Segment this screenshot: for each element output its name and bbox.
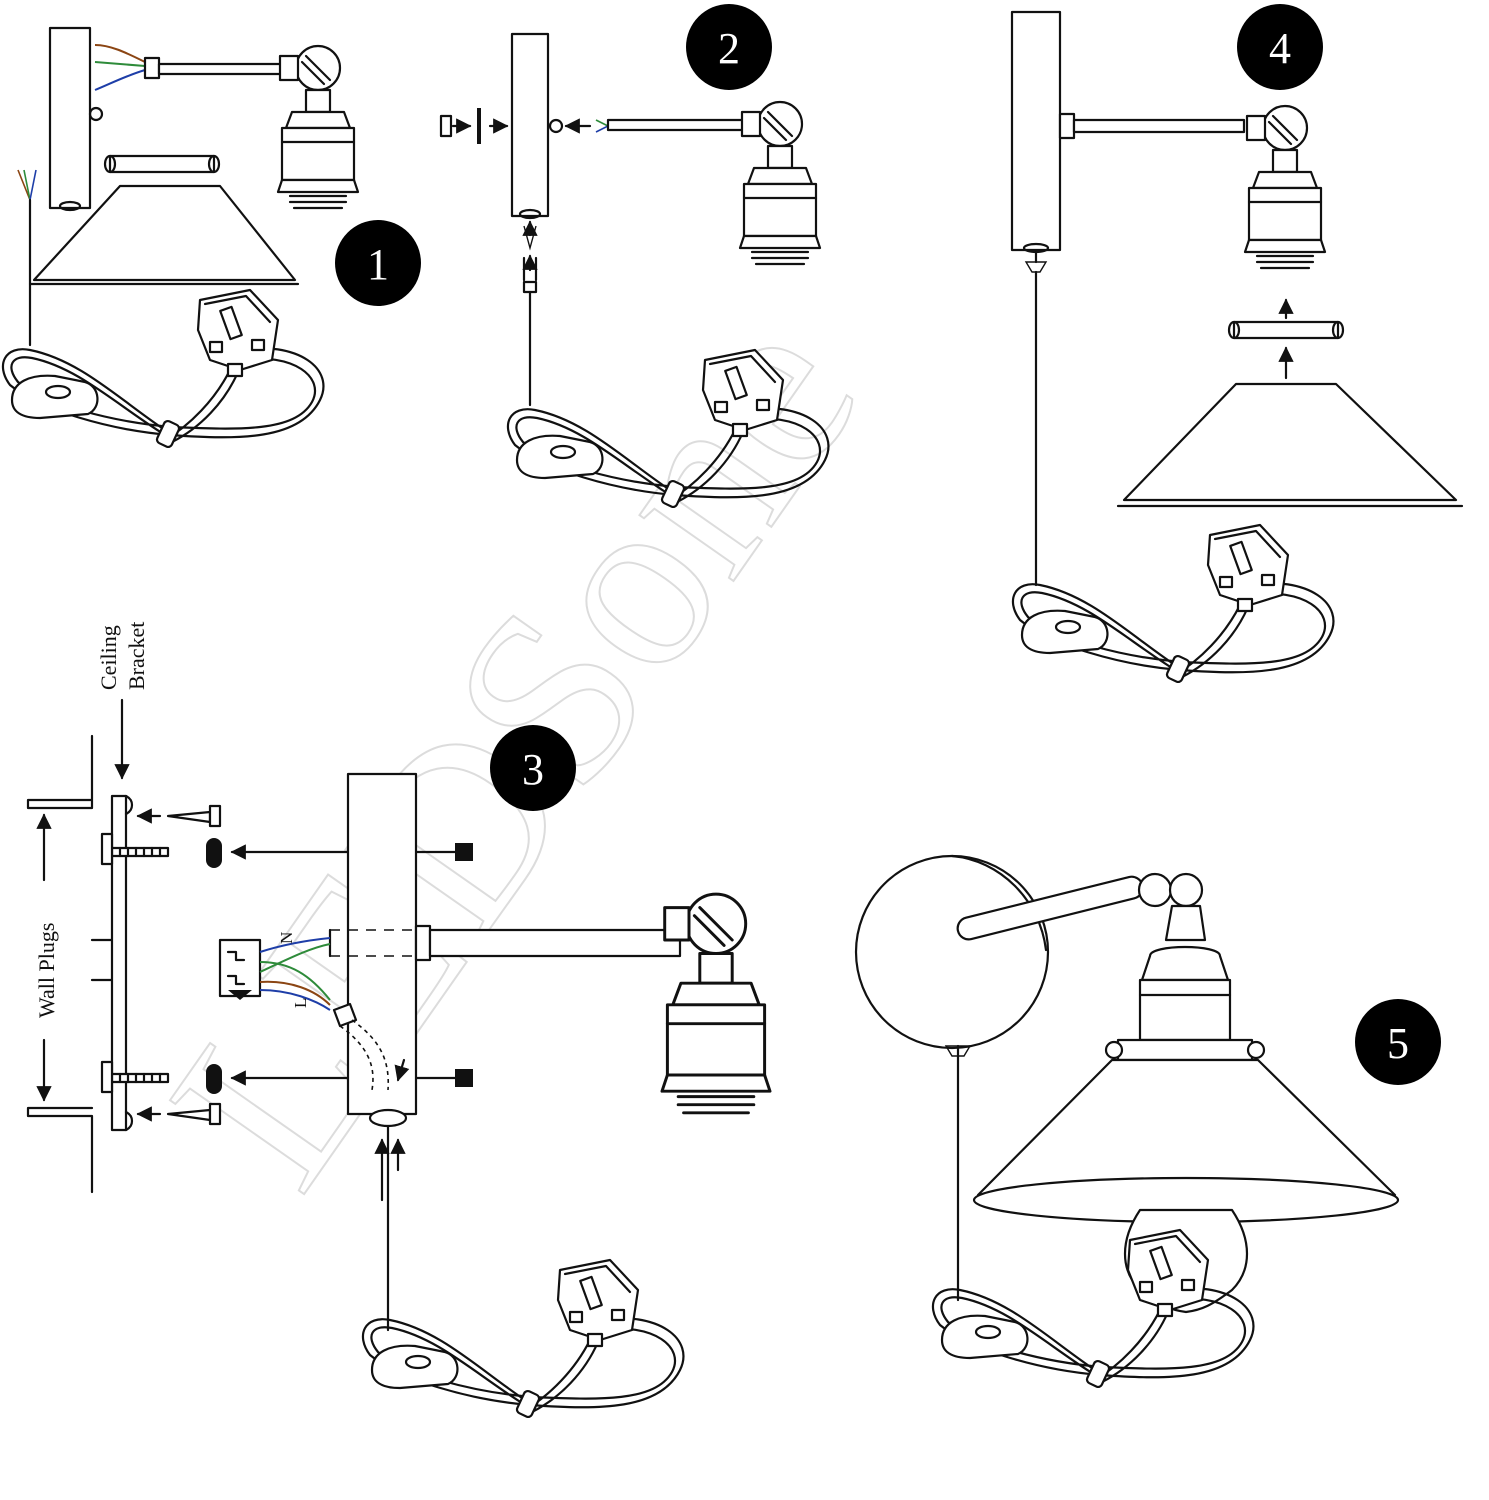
step-4-panel: 4: [1010, 4, 1464, 685]
ceiling-label-line1: Ceiling: [96, 625, 121, 690]
step-5-number: 5: [1387, 1019, 1409, 1068]
ceiling-label-line2: Bracket: [124, 622, 149, 690]
step-4-number: 4: [1269, 24, 1291, 73]
step-1-badge: [335, 220, 421, 306]
neutral-label: N: [277, 932, 296, 944]
wall-plugs-label: Wall Plugs: [34, 923, 59, 1018]
step-1-panel: 1: [1, 26, 421, 450]
step-3-number: 3: [522, 745, 544, 794]
step-2-badge: [686, 4, 772, 90]
step-1-number: 1: [367, 240, 389, 289]
step-5-badge: [1355, 999, 1441, 1085]
step-2-panel: 2: [439, 4, 830, 510]
step-3-panel: Ceiling Bracket Wall Plugs N L: [26, 622, 772, 1420]
live-label: L: [291, 998, 310, 1008]
step-5-panel: 5: [854, 854, 1441, 1390]
step-3-badge: [490, 725, 576, 811]
step-4-badge: [1237, 4, 1323, 90]
step-2-number: 2: [718, 24, 740, 73]
